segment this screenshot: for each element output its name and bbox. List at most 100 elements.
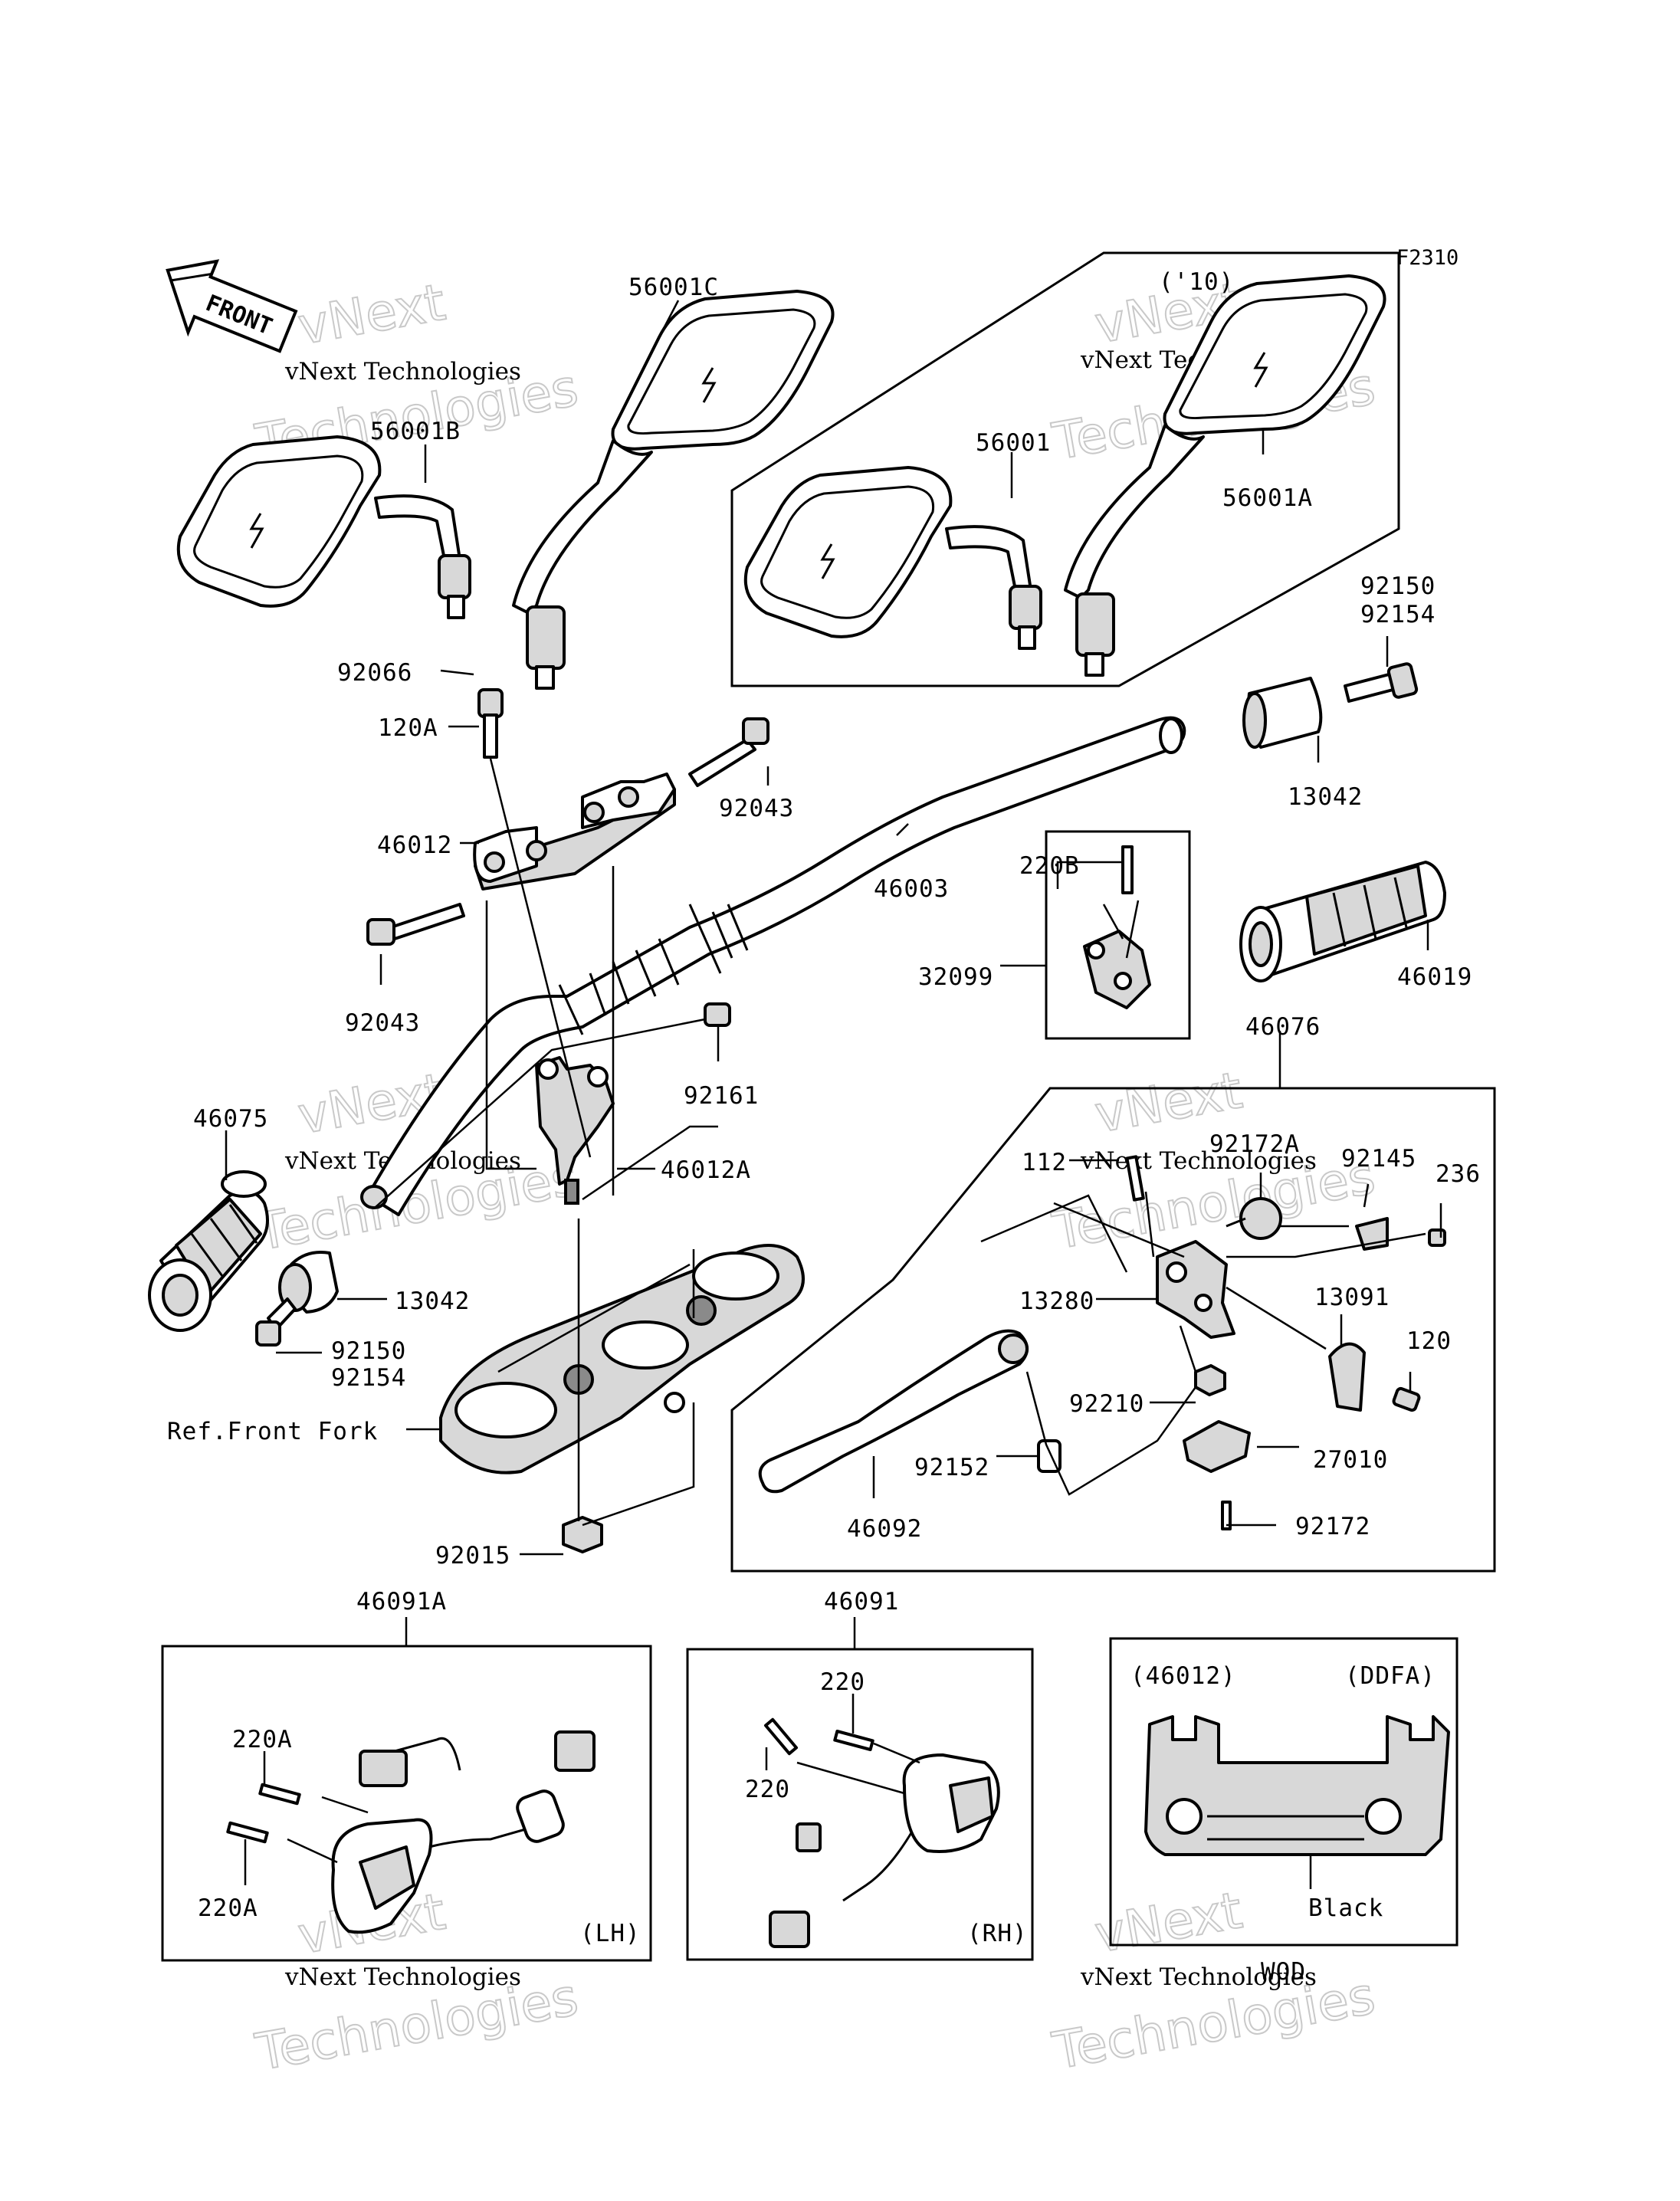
- mirror-56001B: [176, 435, 471, 619]
- clamp-32099: [1083, 930, 1151, 1009]
- label-92145: 92145: [1341, 1145, 1416, 1173]
- label-92015: 92015: [435, 1542, 510, 1570]
- label-13042-right: 13042: [1288, 783, 1363, 811]
- label-120: 120: [1406, 1327, 1452, 1355]
- label-ref-front-fork: Ref.Front Fork: [167, 1418, 378, 1445]
- label-46075: 46075: [193, 1105, 268, 1133]
- switch-46091-box: [686, 1648, 1034, 1961]
- label-56001B: 56001B: [370, 418, 461, 445]
- mirror-56001A: [1064, 274, 1386, 677]
- watermark-company: vNext Technologies: [284, 358, 521, 385]
- watermark-company: vNext Technologies: [1080, 1963, 1317, 1991]
- label-black: Black: [1308, 1894, 1383, 1922]
- label-112: 112: [1022, 1149, 1067, 1176]
- part-labels: 56001C 56001B 56001 56001A 92066 92150 9…: [167, 274, 1481, 1986]
- switch-housing-lh: [331, 1730, 596, 1934]
- label-27010: 27010: [1313, 1446, 1388, 1474]
- lever-holder-13280: [1156, 1240, 1235, 1339]
- bolt-92150-bottom: [255, 1297, 297, 1347]
- bar-end-insert: [360, 1185, 388, 1209]
- label-92210: 92210: [1069, 1390, 1144, 1418]
- fork-top-clamp: [439, 1244, 805, 1474]
- bolt-92043-top: [688, 717, 769, 787]
- label-13091: 13091: [1314, 1284, 1390, 1311]
- figure-code: F2310: [1396, 246, 1459, 270]
- screw-220-top: [833, 1729, 874, 1752]
- label-220A-bottom: 220A: [198, 1894, 258, 1922]
- watermark-word1: vNext: [1091, 1881, 1246, 1964]
- label-92154-bottom: 92154: [331, 1364, 406, 1392]
- label-92043-left: 92043: [345, 1009, 420, 1037]
- clamp-32099-box: [1045, 830, 1191, 1040]
- label-92150-bottom: 92150: [331, 1337, 406, 1365]
- year-variant-box: [730, 251, 1400, 687]
- label-92161: 92161: [684, 1082, 759, 1110]
- label-92154-top: 92154: [1360, 601, 1436, 628]
- clamp-13091: [1328, 1342, 1366, 1412]
- knurl-pattern: [589, 904, 749, 1016]
- label-46012: 46012: [377, 832, 452, 859]
- label-56001: 56001: [976, 429, 1051, 457]
- mirror-56001: [743, 466, 1042, 650]
- bolt-92150-top: [1344, 662, 1419, 703]
- label-46003: 46003: [874, 875, 949, 903]
- screw-220A-bottom: [226, 1821, 269, 1844]
- label-220B: 220B: [1019, 852, 1080, 880]
- bolt-92043-left: [366, 903, 465, 946]
- handlebar-46003: [366, 716, 1186, 1216]
- watermark-company: vNext Technologies: [1080, 1147, 1317, 1175]
- nut-92015: [562, 1516, 603, 1553]
- holder-46012A: [535, 1056, 615, 1205]
- bolt-120: [1392, 1386, 1421, 1412]
- label-13042-left: 13042: [395, 1287, 470, 1315]
- front-arrow-icon: FRONT: [166, 259, 298, 353]
- label-220-left: 220: [745, 1776, 790, 1803]
- label-92066: 92066: [337, 659, 412, 687]
- nut-92210: [1194, 1364, 1226, 1396]
- screw-220-left: [763, 1717, 799, 1756]
- label-46076: 46076: [1245, 1013, 1321, 1041]
- label-13280: 13280: [1019, 1287, 1094, 1315]
- lever-46076-box: [730, 1087, 1496, 1573]
- label-92152: 92152: [914, 1454, 989, 1481]
- label-92172A: 92172A: [1209, 1130, 1300, 1158]
- screw-112: [1125, 1155, 1145, 1202]
- watermark-word1: vNext: [294, 273, 449, 356]
- label-46019: 46019: [1397, 963, 1472, 991]
- collar-92161: [704, 1002, 731, 1027]
- switch-27010: [1183, 1420, 1251, 1473]
- label-46091A: 46091A: [356, 1588, 447, 1615]
- screw-220A-top: [258, 1783, 301, 1806]
- screw-236: [1428, 1228, 1446, 1247]
- holder-ddfa-box: [1109, 1637, 1459, 1947]
- watermark-company: vNext Technologies: [284, 1963, 521, 1991]
- holder-46012-black: [1144, 1715, 1450, 1856]
- bar-end-13042-right: [1242, 677, 1323, 749]
- label-lh: (LH): [580, 1920, 641, 1947]
- lever-46092: [758, 1329, 1029, 1494]
- bolt-220B: [1121, 845, 1134, 894]
- holder-46012: [473, 772, 676, 891]
- label-92172: 92172: [1295, 1513, 1370, 1540]
- screw-92172: [1221, 1501, 1232, 1530]
- mirror-56001C: [512, 290, 835, 690]
- label-year10: ('10): [1159, 268, 1234, 296]
- label-56001C: 56001C: [628, 274, 719, 301]
- label-46091: 46091: [824, 1588, 899, 1615]
- grip-46019: [1239, 861, 1446, 982]
- switch-housing-rh: [769, 1753, 1000, 1948]
- label-wod: WOD: [1261, 1958, 1306, 1986]
- label-46092: 46092: [847, 1515, 922, 1543]
- label-92043-top: 92043: [719, 795, 794, 822]
- label-56001A: 56001A: [1222, 484, 1313, 512]
- label-32099: 32099: [918, 963, 993, 991]
- label-236: 236: [1436, 1160, 1481, 1188]
- leader-lines: [225, 300, 1442, 1889]
- label-46012-paren: (46012): [1130, 1662, 1236, 1690]
- label-220-top: 220: [820, 1668, 865, 1696]
- label-rh: (RH): [967, 1920, 1028, 1947]
- label-120A: 120A: [378, 714, 438, 742]
- label-92150-top: 92150: [1360, 572, 1436, 600]
